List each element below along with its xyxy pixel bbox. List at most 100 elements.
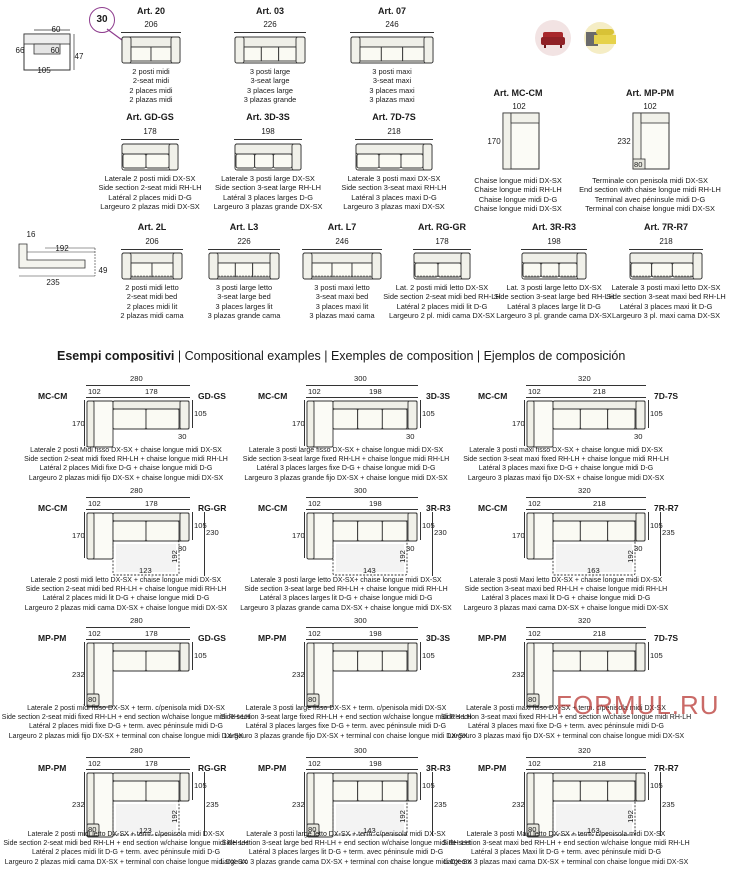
example-depth: 105	[422, 651, 435, 660]
corner-sofa-chaise-icon	[86, 400, 190, 448]
example-description-line: Laterale 3 posti Maxi letto DX-SX + chai…	[469, 577, 663, 584]
heading-bold: Esempi compositivi	[57, 349, 175, 363]
example-part-line	[306, 397, 418, 398]
example-description-line: Latéral 2 places Midi fixe D-G + chaise …	[39, 465, 213, 473]
example-description-line: Largeuro 3 plazas maxi fijo DX-SX + chai…	[467, 474, 665, 482]
example-part-line	[86, 397, 190, 398]
example-part-line	[86, 639, 190, 640]
row3-description-line: 3-seat large bed	[217, 292, 271, 302]
example-extended-line	[432, 512, 433, 576]
row3-width: 206	[145, 237, 159, 246]
example-chaise-depth: 170	[512, 419, 525, 428]
row3-description-line: Largeuro 2 pl. midi cama DX-SX	[389, 310, 495, 320]
example-left-code: MP-PM	[38, 633, 67, 643]
row3-description-line: 3 plazas maxi cama	[309, 310, 375, 320]
row2-description-line: Laterale 2 posti midi DX-SX	[104, 174, 196, 183]
example-description-line: Laterale 3 posti large letto DX-SX + ter…	[246, 831, 446, 838]
example-description-line: Latéral 3 places maxi lit D-G + chaise l…	[481, 595, 651, 603]
example-chaise-depth: 232	[72, 670, 85, 679]
example-chaise-depth: 170	[72, 419, 85, 428]
row2-description-line: Largeuro 3 plazas grande DX-SX	[213, 201, 323, 211]
row2-art-label: Art. 3D-3S	[246, 112, 290, 122]
example-description: Laterale 3 posti Maxi letto DX-SX + chai…	[464, 576, 668, 613]
example-total-width: 280	[130, 374, 143, 383]
example-total-width: 320	[578, 746, 591, 755]
example-low-depth: 30	[406, 544, 415, 553]
example-part-line	[86, 509, 190, 510]
example-description-line: Side section 3-seat large bed RH-LH + en…	[221, 840, 471, 848]
example-total-width: 300	[354, 374, 367, 383]
bed-profile-icon	[18, 243, 96, 277]
example-left-code: MC-CM	[258, 503, 288, 513]
corner-sofa-chaise-icon	[306, 400, 418, 448]
side-section-icon	[355, 143, 433, 171]
example-left-code: MC-CM	[38, 391, 68, 401]
example-total-line	[526, 385, 646, 386]
example-description: Laterale 3 posti large fisso DX-SX + cha…	[243, 446, 449, 483]
row1-description-line: 2-seat midi	[132, 76, 170, 86]
example-total-width: 300	[354, 486, 367, 495]
row3-art-label: Art. 2L	[137, 222, 167, 232]
example-side-line	[84, 400, 85, 446]
example-right-code: GD-GS	[198, 391, 226, 401]
sofa-bed-icon	[208, 252, 280, 280]
module-dim-right: 47	[74, 52, 84, 61]
example-extended-depth: 230	[206, 528, 219, 537]
example-description-line: Side section 3-seat large bed RH-LH + ch…	[244, 586, 448, 594]
module-sketch-icon	[23, 29, 75, 71]
example-depth-line	[648, 512, 649, 540]
row1-sofa	[234, 36, 306, 69]
sofa-bed-icon	[302, 252, 382, 280]
example-total-width: 300	[354, 616, 367, 625]
bed-dim-top: 16	[26, 230, 36, 239]
example-depth-line	[192, 772, 193, 800]
row3-dim-line	[208, 249, 280, 250]
example-side-line	[524, 400, 525, 446]
example-description-line: Latéral 3 places Maxi lit D-G + term. av…	[470, 849, 662, 857]
example-depth-line	[192, 400, 193, 428]
example-description-line: Largeuro 2 plazas midi fijo DX-SX + term…	[8, 732, 244, 740]
row1-sofa	[121, 36, 181, 69]
example-side-line	[524, 642, 525, 706]
example-foot: 80	[88, 825, 97, 834]
art-mp-pm-label: Art. MP-PM	[626, 88, 674, 98]
sofa-3-seat-icon	[234, 36, 306, 64]
example-description-line: Laterale 3 posti maxi fisso DX-SX + term…	[466, 705, 666, 712]
example-depth: 105	[650, 651, 663, 660]
example-depth: 105	[422, 781, 435, 790]
row3-width: 226	[237, 237, 251, 246]
row3-width: 178	[435, 237, 449, 246]
row2-description-line: Largeuro 3 plazas maxi DX-SX	[343, 201, 445, 211]
example-description-line: Side section 2-seat midi bed RH-LH + cha…	[25, 586, 227, 594]
example-total-line	[86, 627, 190, 628]
sofa-4-seat-icon	[350, 36, 434, 64]
corner-sofa-peninsula-icon	[306, 772, 418, 838]
example-left-code: MP-PM	[258, 763, 287, 773]
example-part-line	[306, 639, 418, 640]
example-part-line	[526, 397, 646, 398]
example-description-line: Latéral 3 places larges fixe D-G + term.…	[245, 723, 447, 731]
example-right-code: 3R-R3	[426, 503, 451, 513]
example-description-line: Laterale 2 posti Midi fisso DX-SX + chai…	[30, 447, 222, 454]
corner-sofa-chaise-icon	[306, 512, 418, 576]
example-total-width: 280	[130, 486, 143, 495]
example-chaise-width: 102	[88, 387, 101, 396]
example-description-line: Latéral 2 places midi lit D-G + term. av…	[31, 849, 221, 857]
example-side-width: 178	[145, 629, 158, 638]
example-depth: 105	[194, 781, 207, 790]
row3-art-label: Art. RG-GR	[418, 222, 466, 232]
example-extended-line	[660, 772, 661, 836]
example-depth: 105	[422, 521, 435, 530]
row1-art-label: Art. 07	[377, 6, 407, 16]
example-part-line	[526, 639, 646, 640]
example-extended-depth: 235	[662, 800, 675, 809]
art-mc-cm-label: Art. MC-CM	[493, 88, 543, 98]
module-dim-left: 66	[15, 46, 25, 55]
row3-sofa	[208, 252, 280, 285]
sofa-bed-feature-icon	[580, 20, 620, 56]
